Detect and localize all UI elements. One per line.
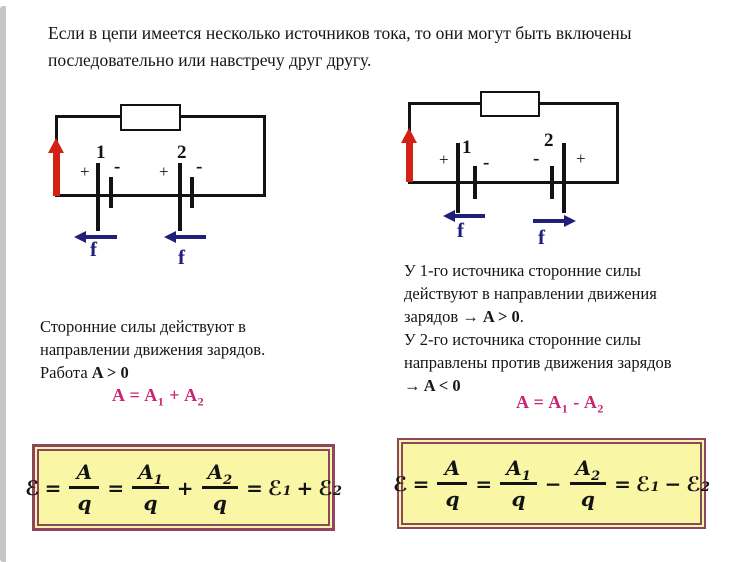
battery2-number: 2 — [177, 142, 187, 163]
opposing-note-line1: У 1-го источника сторонние силы — [404, 261, 641, 280]
battery1-long-plate — [96, 163, 100, 231]
header-line-2: последовательно или навстречу друг другу… — [48, 50, 372, 70]
battery1-number: 1 — [462, 137, 472, 158]
current-arrow-shaft — [406, 142, 413, 182]
fraction-a-q: A q — [69, 460, 100, 515]
opposing-note-line2: действуют в направлении движения — [404, 284, 657, 303]
force-label-2: f — [538, 225, 545, 249]
resistor — [120, 104, 181, 131]
battery2-short-plate — [550, 166, 554, 199]
battery1-short-plate — [473, 166, 477, 199]
fraction-a2-q: A2 q — [201, 460, 239, 515]
series-note-line2: направлении движения зарядов. — [40, 340, 266, 359]
battery2-minus-sign: - — [533, 148, 540, 169]
series-note-line3: Работа A > 0 — [40, 363, 129, 382]
opposing-note-line5: направлены против движения зарядов — [404, 353, 672, 372]
battery1-long-plate — [456, 143, 460, 213]
force-arrow2-icon — [164, 231, 176, 243]
opposing-note-line4: У 2-го источника сторонние силы — [404, 330, 641, 349]
battery1-number: 1 — [96, 142, 106, 163]
force-label-2: f — [178, 245, 185, 269]
emf1-symbol: ℰ — [267, 475, 283, 500]
wire-bottom — [55, 194, 266, 197]
header-line-1: Если в цепи имеется несколько источников… — [48, 23, 632, 43]
force-arrow1-shaft — [454, 214, 485, 218]
emf-symbol: ℰ — [393, 471, 408, 496]
current-arrow-icon — [48, 138, 64, 153]
fraction-a1-q: A1 q — [500, 456, 537, 511]
force-arrow2-shaft — [533, 219, 565, 223]
battery2-minus-sign: - — [196, 156, 203, 177]
force-arrow1-shaft — [85, 235, 117, 239]
fraction-a2-q: A2 q — [569, 456, 607, 511]
battery2-short-plate — [190, 177, 194, 208]
fraction-a1-q: A1 q — [132, 460, 169, 515]
series-note-line1: Сторонние силы действуют в — [40, 317, 246, 336]
battery1-plus-sign: + — [439, 150, 449, 169]
slide-left-edge — [0, 6, 6, 562]
battery2-long-plate — [178, 163, 182, 231]
force-arrow1-icon — [74, 231, 86, 243]
opposing-note-line3: зарядов → A > 0. — [404, 307, 524, 326]
battery2-long-plate — [562, 143, 566, 213]
wire-left — [408, 102, 411, 184]
emf2-symbol: ℰ — [318, 475, 333, 500]
battery1-plus-sign: + — [80, 162, 90, 181]
wire-right — [616, 102, 619, 184]
opposing-note: У 1-го источника сторонние силы действую… — [404, 259, 739, 397]
fraction-a-q: A q — [437, 456, 468, 511]
battery1-short-plate — [109, 177, 113, 208]
series-note: Сторонние силы действуют в направлении д… — [40, 315, 355, 384]
battery2-number: 2 — [544, 130, 554, 151]
current-arrow-icon — [401, 128, 417, 143]
emf-symbol: ℰ — [25, 475, 40, 500]
wire-right — [263, 115, 266, 197]
force-arrow1-icon — [443, 210, 455, 222]
battery1-minus-sign: - — [114, 156, 121, 177]
force-label-1: f — [457, 218, 464, 242]
work-difference-formula: A = A1 - A2 — [516, 392, 604, 416]
battery2-plus-sign: + — [159, 162, 169, 181]
force-arrow2-icon — [564, 215, 576, 227]
emf2-symbol: ℰ — [686, 471, 701, 496]
battery2-plus-sign: + — [576, 149, 586, 168]
current-arrow-shaft — [53, 152, 60, 196]
wire-top — [408, 102, 619, 105]
emf1-symbol: ℰ — [635, 471, 651, 496]
wire-left — [55, 115, 58, 197]
force-arrow2-shaft — [175, 235, 206, 239]
opposing-note-line6: → A < 0 — [404, 376, 461, 395]
force-label-1: f — [90, 237, 97, 261]
wire-top — [55, 115, 266, 118]
battery1-minus-sign: - — [483, 152, 490, 173]
wire-bottom — [408, 181, 619, 184]
resistor — [480, 91, 540, 117]
work-sum-formula: A = A1 + A2 — [112, 385, 205, 409]
